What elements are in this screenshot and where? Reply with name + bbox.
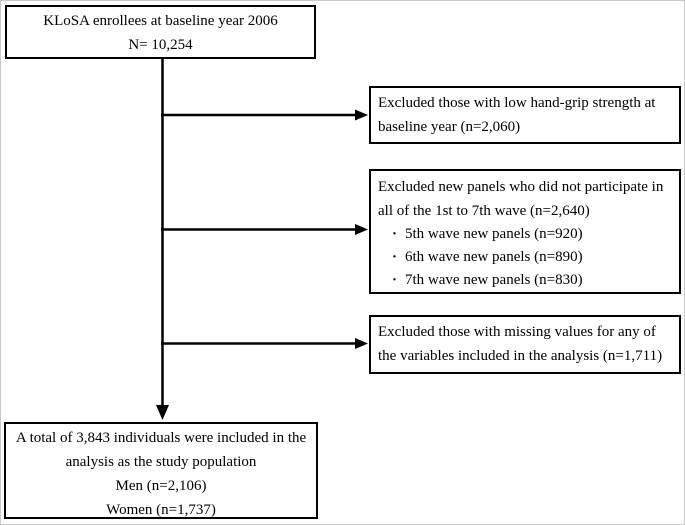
right-arrowhead-3-icon	[355, 338, 368, 349]
wave5-bullet: 5th wave new panels (n=920)	[378, 223, 676, 246]
exclusion-box-new-panels: Excluded new panels who did not particip…	[369, 169, 681, 294]
enrollees-box: KLoSA enrollees at baseline year 2006 N=…	[5, 5, 316, 59]
study-population-line1: A total of 3,843 individuals were includ…	[15, 430, 307, 446]
down-arrowhead-icon	[156, 405, 169, 420]
study-population-line2: analysis as the study population	[65, 454, 257, 470]
exclusion-box-missing-values: Excluded those with missing values for a…	[369, 315, 681, 374]
exclusion-handgrip-text: Excluded those with low hand-grip streng…	[378, 95, 656, 135]
study-population-box: A total of 3,843 individuals were includ…	[4, 422, 318, 519]
enrollees-title: KLoSA enrollees at baseline year 2006	[43, 13, 278, 29]
wave7-bullet: 7th wave new panels (n=830)	[378, 269, 676, 292]
study-population-men: Men (n=2,106)	[115, 478, 207, 494]
exclusion-new-panels-text: Excluded new panels who did not particip…	[378, 179, 664, 219]
exclusion-missing-values-text: Excluded those with missing values for a…	[378, 324, 663, 364]
wave6-bullet: 6th wave new panels (n=890)	[378, 246, 676, 269]
enrollees-count: N= 10,254	[128, 37, 193, 53]
right-arrowhead-1-icon	[355, 109, 368, 121]
study-population-women: Women (n=1,737)	[106, 502, 216, 518]
right-arrowhead-2-icon	[355, 224, 368, 235]
exclusion-box-handgrip: Excluded those with low hand-grip streng…	[369, 86, 681, 144]
